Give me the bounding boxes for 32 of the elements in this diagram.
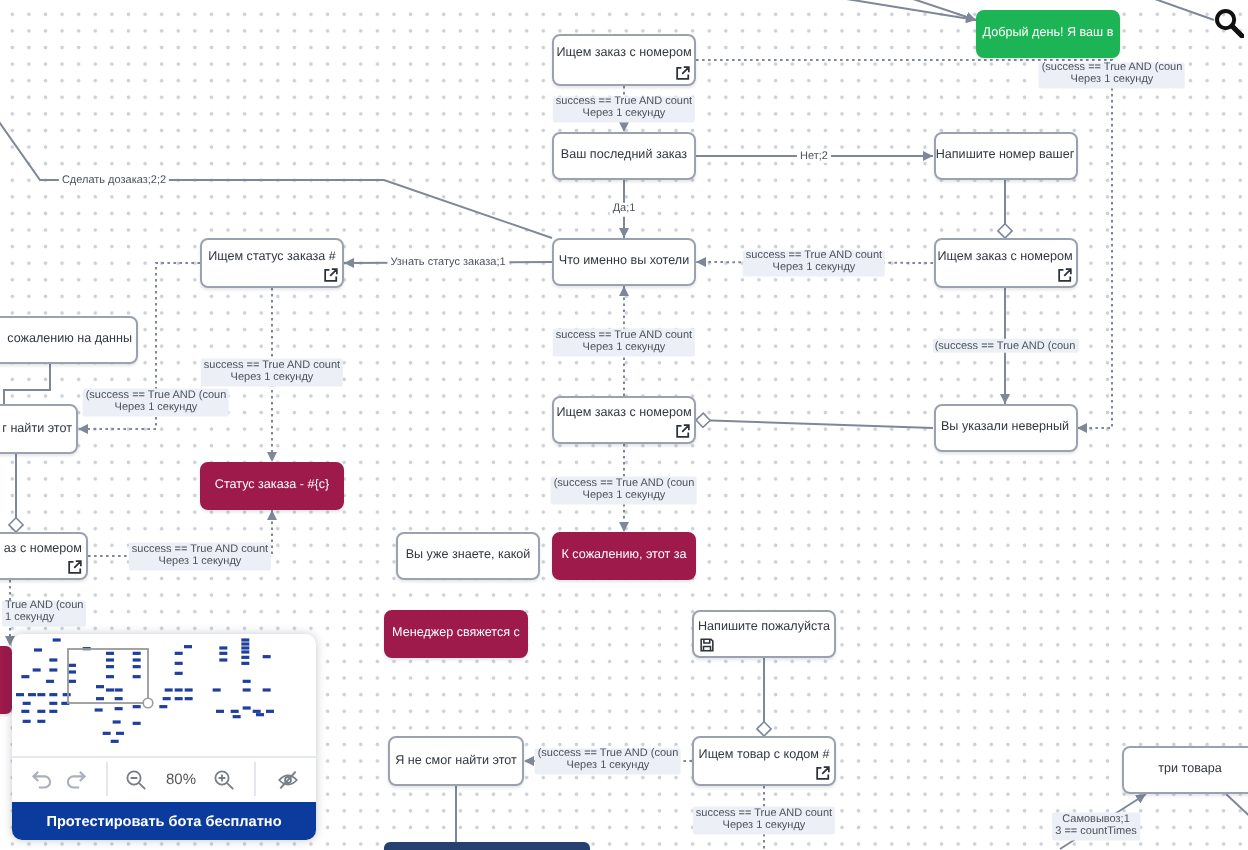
step-box [933, 132, 1077, 180]
step-box [388, 736, 524, 786]
arrow [695, 151, 934, 161]
step-box [933, 238, 1077, 288]
step-box [552, 34, 696, 86]
step-box [0, 316, 138, 364]
step-box [692, 736, 836, 786]
arrow [695, 59, 1113, 433]
step-box [552, 132, 696, 180]
step-box [933, 404, 1077, 452]
step-box [200, 238, 344, 288]
step-box [692, 610, 836, 658]
step-box [552, 238, 696, 286]
arrow [267, 287, 277, 463]
connector-line [756, 657, 772, 737]
greeting-box [976, 10, 1120, 58]
arrow [619, 179, 629, 239]
message-box [384, 610, 528, 658]
message-box [200, 462, 344, 510]
step-box [0, 532, 88, 580]
arrow [77, 262, 201, 434]
step-box [1122, 746, 1248, 794]
step-box [396, 532, 540, 580]
connector-line [695, 412, 934, 429]
connector-line [455, 785, 457, 843]
connector-line [8, 453, 24, 533]
arrow [619, 285, 629, 397]
connector-line [3, 363, 51, 405]
arrow [1000, 287, 1010, 405]
connector-line [997, 179, 1013, 239]
message-box [552, 532, 696, 580]
step-box [552, 396, 696, 444]
